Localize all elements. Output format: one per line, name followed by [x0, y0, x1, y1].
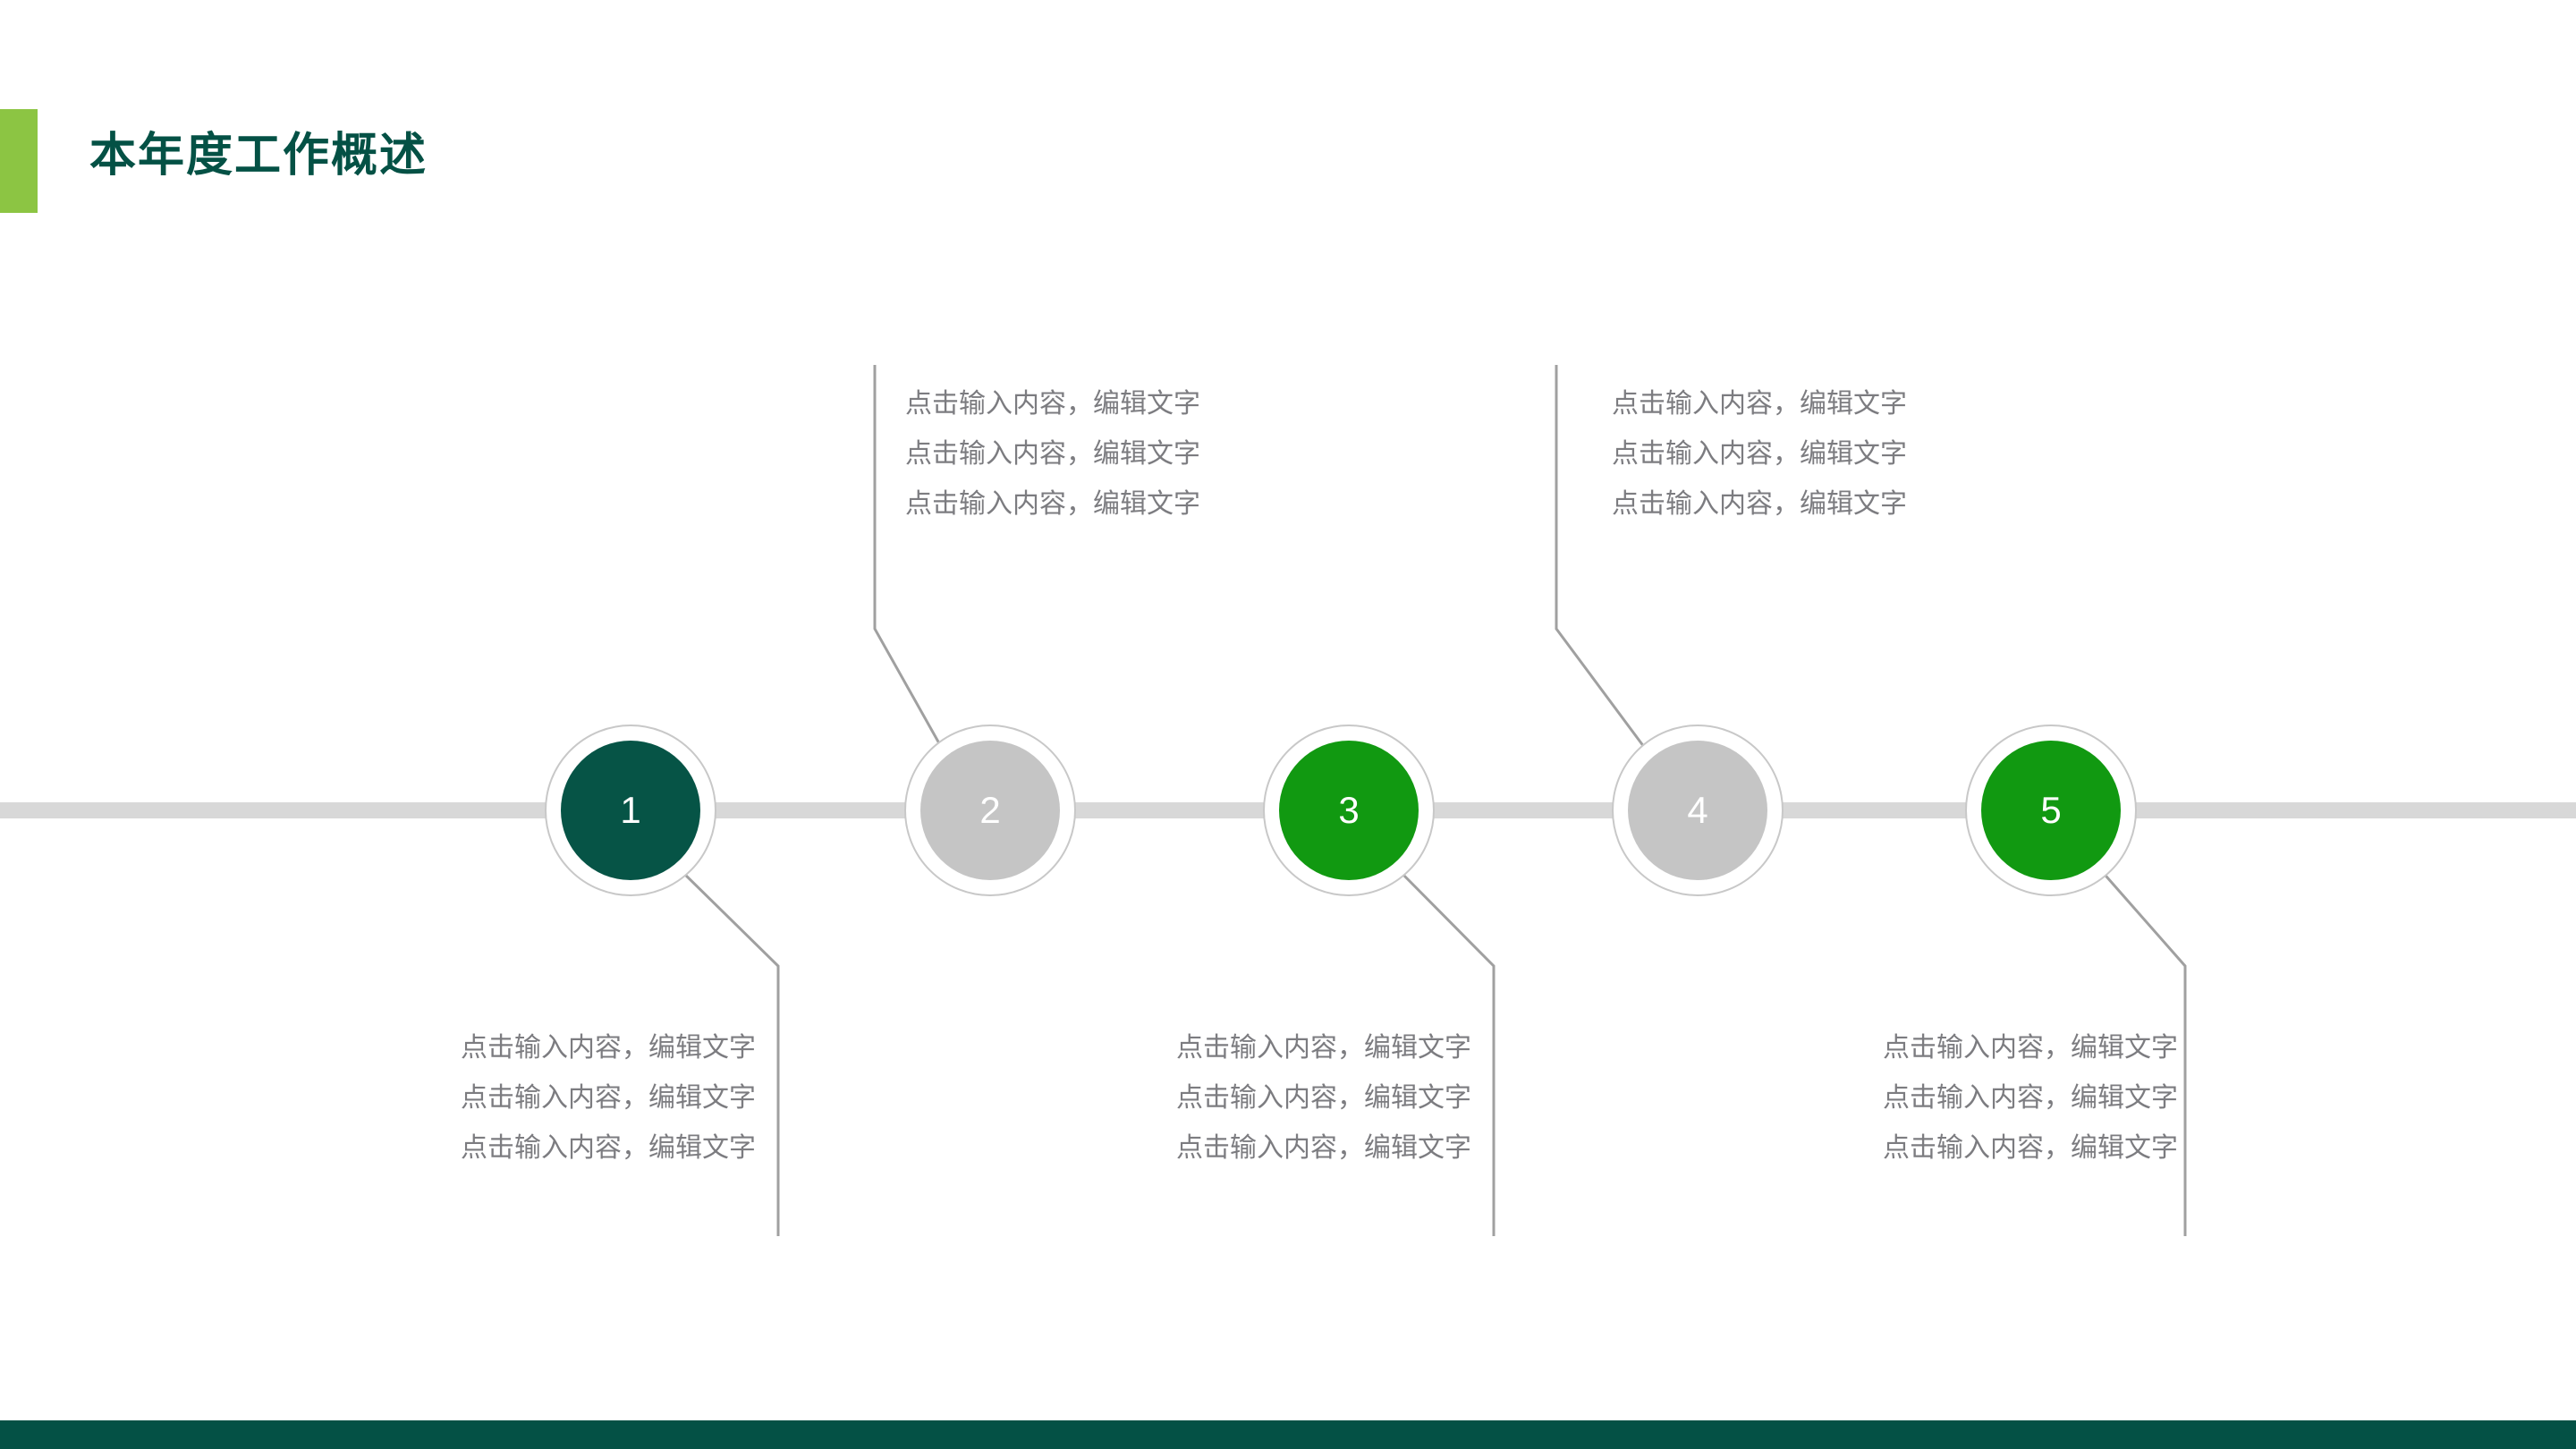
text-line: 点击输入内容，编辑文字 — [461, 1033, 756, 1063]
text-block-node-1[interactable]: 点击输入内容，编辑文字 点击输入内容，编辑文字 点击输入内容，编辑文字 — [268, 1023, 756, 1174]
timeline-node-5-number: 5 — [2040, 789, 2062, 831]
text-line: 点击输入内容，编辑文字 — [905, 489, 1200, 519]
timeline-node-4-disc: 4 — [1628, 741, 1767, 880]
text-line: 点击输入内容，编辑文字 — [905, 439, 1200, 469]
timeline-node-3-number: 3 — [1338, 789, 1360, 831]
text-line: 点击输入内容，编辑文字 — [461, 1133, 756, 1163]
text-line: 点击输入内容，编辑文字 — [1883, 1133, 2178, 1163]
text-block-node-4[interactable]: 点击输入内容，编辑文字 点击输入内容，编辑文字 点击输入内容，编辑文字 — [1612, 379, 2113, 530]
footer-bar — [0, 1420, 2576, 1449]
timeline-node-4[interactable]: 4 — [1612, 724, 1784, 896]
text-line: 点击输入内容，编辑文字 — [461, 1083, 756, 1113]
timeline-node-2-number: 2 — [979, 789, 1001, 831]
text-block-node-3[interactable]: 点击输入内容，编辑文字 点击输入内容，编辑文字 点击输入内容，编辑文字 — [984, 1023, 1471, 1174]
text-line: 点击输入内容，编辑文字 — [1612, 439, 1907, 469]
text-block-node-2[interactable]: 点击输入内容，编辑文字 点击输入内容，编辑文字 点击输入内容，编辑文字 — [905, 379, 1406, 530]
timeline-node-2[interactable]: 2 — [904, 724, 1076, 896]
timeline-node-5-disc: 5 — [1981, 741, 2121, 880]
page-title: 本年度工作概述 — [89, 130, 428, 182]
timeline-node-1-number: 1 — [620, 789, 641, 831]
text-line: 点击输入内容，编辑文字 — [1176, 1133, 1471, 1163]
timeline-node-1[interactable]: 1 — [545, 724, 716, 896]
text-line: 点击输入内容，编辑文字 — [905, 389, 1200, 419]
timeline-node-2-disc: 2 — [920, 741, 1060, 880]
text-line: 点击输入内容，编辑文字 — [1176, 1083, 1471, 1113]
timeline-node-5[interactable]: 5 — [1965, 724, 2137, 896]
text-line: 点击输入内容，编辑文字 — [1612, 389, 1907, 419]
timeline-node-3-disc: 3 — [1279, 741, 1419, 880]
text-line: 点击输入内容，编辑文字 — [1883, 1033, 2178, 1063]
title-accent-bar — [0, 109, 38, 213]
text-line: 点击输入内容，编辑文字 — [1176, 1033, 1471, 1063]
timeline-node-4-number: 4 — [1687, 789, 1708, 831]
timeline-node-3[interactable]: 3 — [1263, 724, 1435, 896]
text-line: 点击输入内容，编辑文字 — [1883, 1083, 2178, 1113]
timeline-node-1-disc: 1 — [561, 741, 700, 880]
text-block-node-5[interactable]: 点击输入内容，编辑文字 点击输入内容，编辑文字 点击输入内容，编辑文字 — [1690, 1023, 2178, 1174]
text-line: 点击输入内容，编辑文字 — [1612, 489, 1907, 519]
